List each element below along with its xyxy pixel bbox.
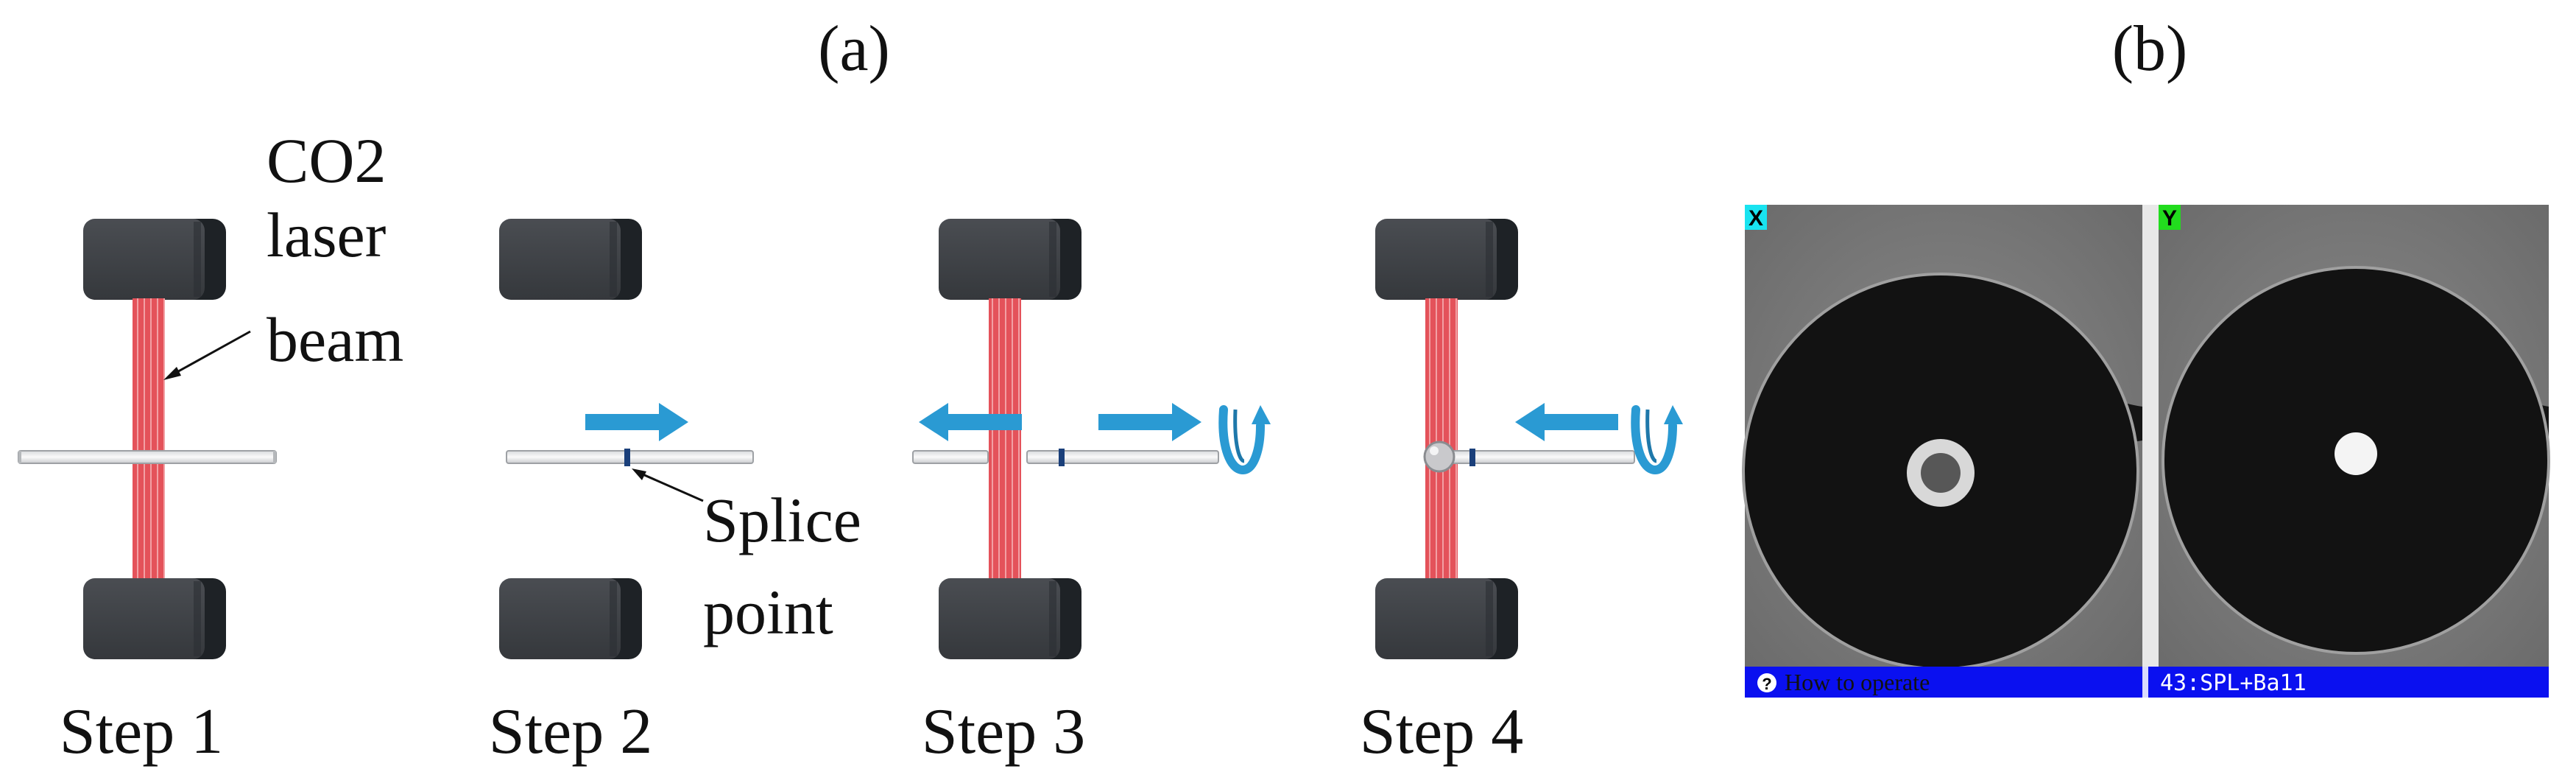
step2-diagram [499, 219, 754, 659]
laser-head-top [939, 219, 1081, 300]
view-x-tag-bg [1745, 205, 1767, 230]
svg-text:?: ? [1762, 675, 1771, 693]
splice-label-line1: Splice [703, 485, 861, 555]
move-right-arrow [585, 403, 688, 441]
step4-diagram [1375, 219, 1683, 659]
status-right-text: 43:SPL+Ba11 [2160, 670, 2307, 696]
step-label-3: Step 3 [922, 696, 1085, 768]
splice-mark [1469, 449, 1475, 466]
panel-a-label: (a) [818, 13, 890, 85]
fiber-left [912, 450, 989, 464]
laser-beam [989, 298, 1021, 580]
fiber [18, 450, 277, 464]
laser-beam [1425, 298, 1458, 580]
laser-head-bottom [1375, 578, 1518, 659]
status-left-text: How to operate [1785, 669, 1930, 695]
move-right-arrow [1098, 403, 1201, 441]
beam-pointer [167, 330, 251, 379]
co2-label-line2: laser [267, 200, 386, 270]
splice-mark [624, 449, 630, 466]
taper-ball [1423, 440, 1455, 473]
step1-diagram [18, 219, 277, 659]
laser-head-top [83, 219, 226, 300]
splice-label-line2: point [703, 577, 833, 647]
view-y-tag-bg [2159, 205, 2181, 230]
view-divider [2142, 205, 2159, 676]
laser-head-top [499, 219, 642, 300]
question-icon: ? [1757, 673, 1776, 693]
laser-head-bottom [83, 578, 226, 659]
fiber-right [1026, 450, 1219, 464]
view-x-tag: X [1748, 206, 1763, 231]
laser-head-bottom [939, 578, 1081, 659]
view-x: X [1742, 205, 2142, 676]
laser-head-top [1375, 219, 1518, 300]
rotate-icon [1223, 405, 1271, 470]
laser-beam [133, 298, 165, 580]
move-left-arrow [1515, 403, 1618, 441]
step3-diagram [912, 219, 1271, 659]
co2-label-line3: beam [267, 304, 403, 375]
splicer-screen: X Y ? How to operate 43:SPL+Ba11 [1742, 205, 2550, 698]
laser-head-bottom [499, 578, 642, 659]
view-y: Y [2159, 205, 2550, 676]
rotate-icon [1635, 405, 1683, 470]
step-label-2: Step 2 [489, 696, 652, 768]
step-label-4: Step 4 [1360, 696, 1523, 768]
panel-b-label: (b) [2112, 13, 2188, 85]
view-y-tag: Y [2162, 206, 2177, 231]
co2-label-line1: CO2 [267, 125, 386, 196]
splice-mark [1059, 449, 1065, 466]
splice-pointer [635, 470, 704, 502]
step-label-1: Step 1 [60, 696, 223, 768]
core-dot [2335, 432, 2377, 475]
